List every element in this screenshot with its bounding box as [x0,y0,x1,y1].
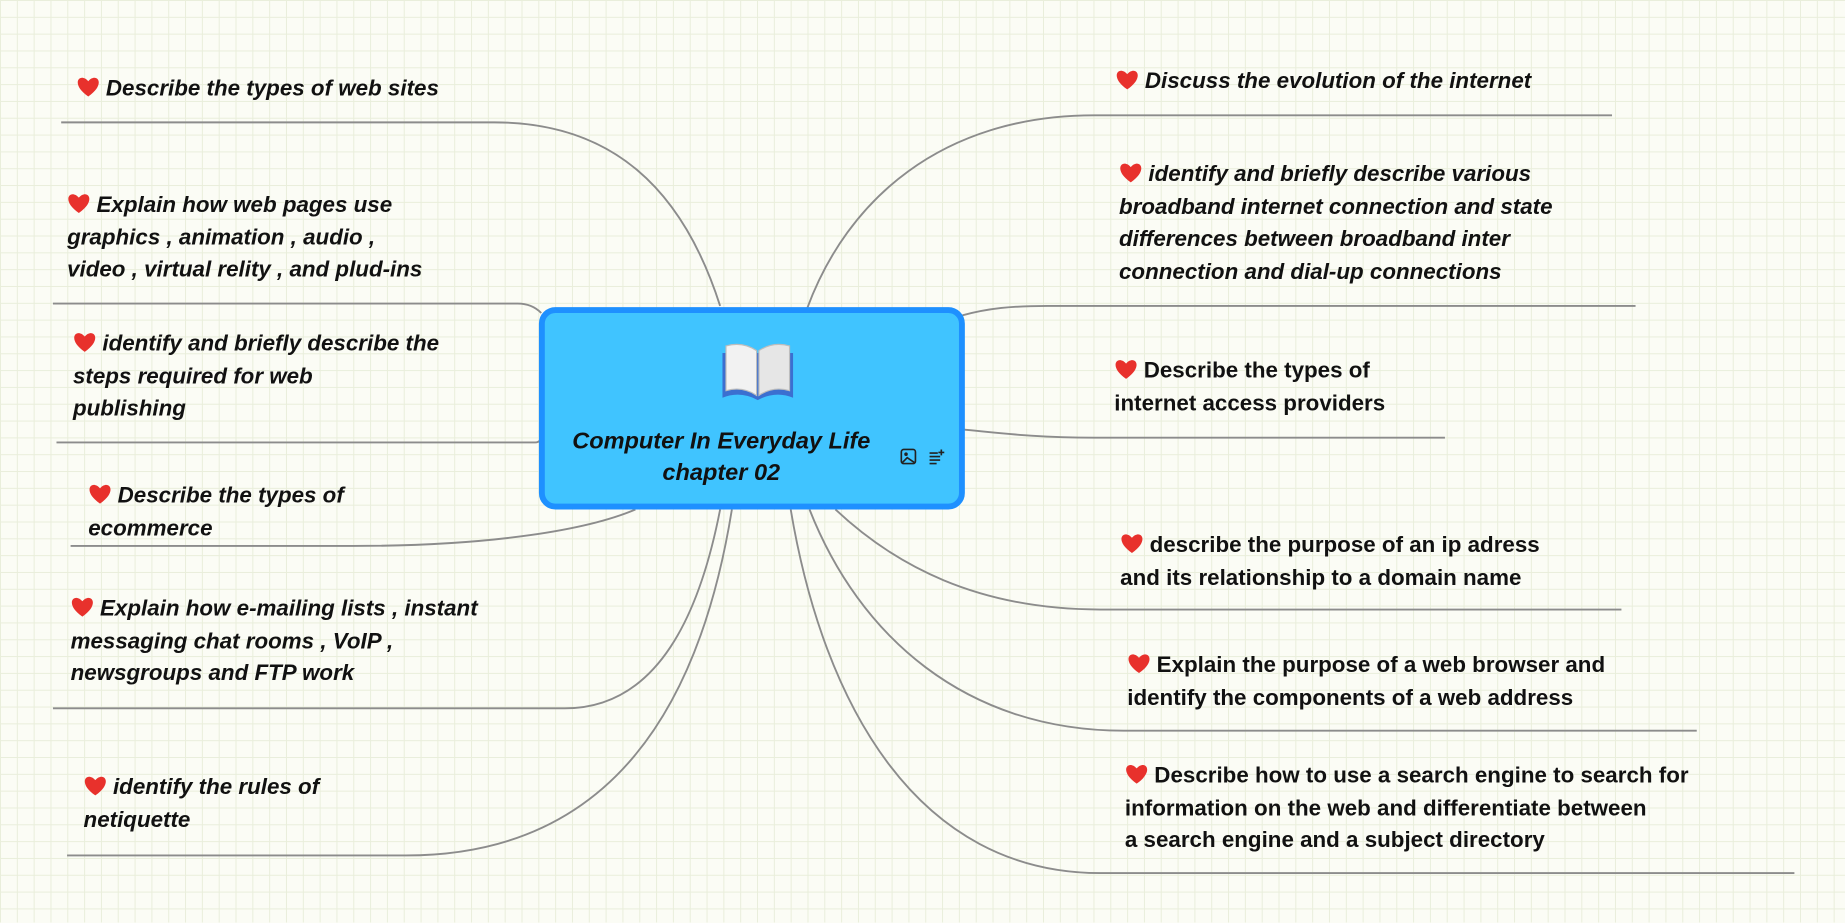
connector-right-6 [789,509,1795,875]
topic-left-3[interactable]: identify and briefly describe the steps … [73,328,439,425]
connector-left-3 [56,432,545,444]
connector-right-2 [962,304,1636,317]
topic-right-3[interactable]: Describe the types of internet access pr… [1114,355,1385,420]
connector-left-2 [52,302,542,314]
topic-text: Describe how to use a search engine to s… [1124,763,1689,854]
topic-text: Describe the types of internet access pr… [1114,358,1386,416]
topic-left-6[interactable]: identify the rules of netiquette [84,772,320,837]
topic-text: Explain how e-mailing lists , instant me… [70,596,478,686]
heart-icon [74,333,96,352]
topic-right-4[interactable]: describe the purpose of an ip adress and… [1120,529,1540,594]
heart-icon [89,484,111,504]
central-topic[interactable]: Computer In Everyday Life chapter 02 [538,307,965,510]
heart-icon [71,597,93,617]
heart-icon [1116,70,1138,90]
topic-right-6[interactable]: Describe how to use a search engine to s… [1125,760,1689,857]
add-note-icon[interactable] [928,448,945,465]
connector-right-1 [806,114,1613,309]
heart-icon [84,776,106,796]
topic-left-1[interactable]: Describe the types of web sites [76,73,439,105]
heart-icon [77,77,99,97]
central-title-line2: chapter 02 [662,460,781,486]
connector-right-4 [834,508,1622,611]
topic-right-5[interactable]: Explain the purpose of a web browser and… [1127,650,1605,715]
connector-left-1 [61,121,722,307]
connector-right-3 [962,428,1445,439]
topic-text: Describe the types of ecommerce [88,483,344,541]
heart-icon [1121,534,1143,554]
topic-text: identify and briefly describe the steps … [72,331,440,422]
heart-icon [1128,654,1150,674]
topic-text: identify and briefly describe various br… [1119,162,1553,285]
connector-left-5 [52,509,722,710]
connector-right-5 [808,509,1697,732]
image-icon[interactable] [900,448,917,465]
heart-icon [1115,360,1137,379]
topic-right-1[interactable]: Discuss the evolution of the internet [1115,66,1531,98]
topic-text: identify the rules of netiquette [83,775,320,833]
open-book-icon [722,343,794,401]
central-title: Computer In Everyday Life chapter 02 [545,426,898,490]
connector-left-4 [70,508,636,547]
topic-text: Explain how web pages use graphics , ani… [67,192,423,283]
topic-left-2[interactable]: Explain how web pages use graphics , ani… [67,189,422,286]
topic-left-5[interactable]: Explain how e-mailing lists , instant me… [71,593,478,690]
topic-text: Discuss the evolution of the internet [1144,69,1532,95]
central-title-line1: Computer In Everyday Life [572,428,871,455]
heart-icon [68,194,90,213]
connector-left-6 [67,509,733,857]
heart-icon [1126,764,1148,784]
topic-text: Describe the types of web sites [105,76,439,102]
topic-right-2[interactable]: identify and briefly describe various br… [1119,159,1553,288]
topic-text: describe the purpose of an ip adress and… [1120,533,1540,591]
topic-text: Explain the purpose of a web browser and… [1127,653,1606,711]
heart-icon [1120,163,1142,183]
topic-left-4[interactable]: Describe the types of ecommerce [88,480,344,545]
